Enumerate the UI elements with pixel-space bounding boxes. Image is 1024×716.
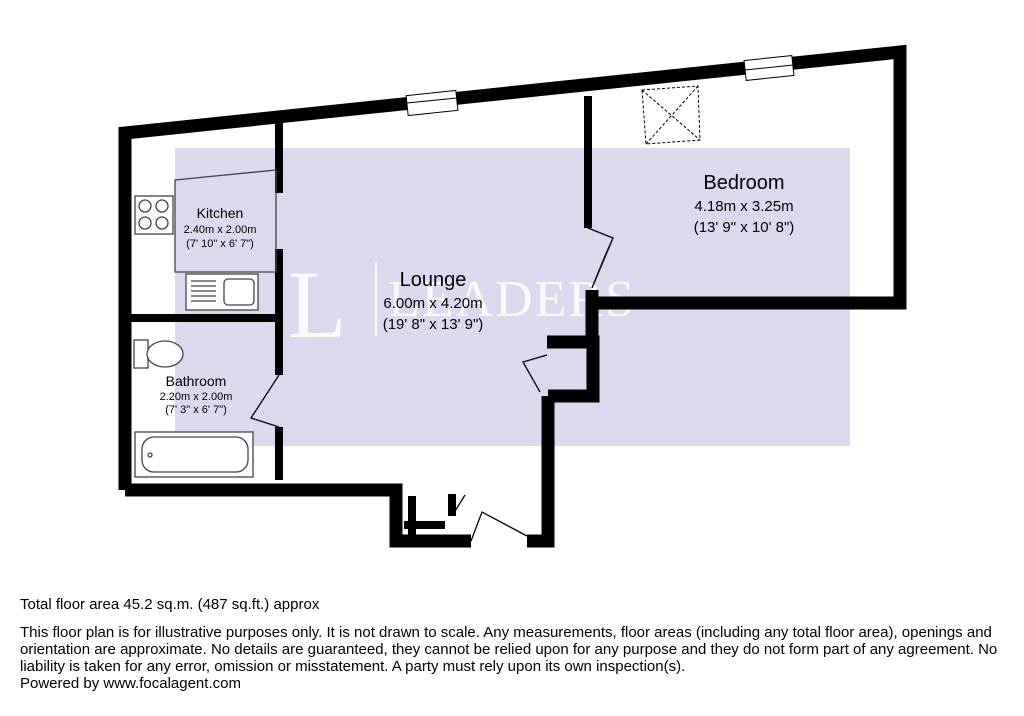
room-dimensions-metric: 6.00m x 4.20m <box>383 295 482 312</box>
toilet-icon <box>133 339 184 369</box>
room-name: Bedroom <box>703 172 784 194</box>
cupboard-door-icon <box>522 354 548 393</box>
floor-plan: L LEADERS <box>118 44 907 548</box>
watermark-logo-letter: L <box>288 251 347 358</box>
entrance-door-icon <box>470 511 528 542</box>
footer: Total floor area 45.2 sq.m. (487 sq.ft.)… <box>20 596 1010 692</box>
kitchen-fixtures <box>134 169 277 311</box>
powered-by-text: Powered by www.focalagent.com <box>20 675 241 692</box>
room-name: Kitchen <box>197 205 244 221</box>
room-dimensions-metric: 2.20m x 2.00m <box>160 391 233 403</box>
room-dimensions-imperial: (19' 8" x 13' 9") <box>383 316 484 333</box>
room-dimensions-imperial: (13' 9" x 10' 8") <box>694 219 795 236</box>
skylight-icon <box>641 85 701 145</box>
room-bathroom: Bathroom 2.20m x 2.00m (7' 3" x 6' 7") <box>160 373 233 416</box>
room-dimensions-imperial: (7' 10" x 6' 7") <box>186 238 254 250</box>
room-dimensions-metric: 4.18m x 3.25m <box>694 198 793 215</box>
room-kitchen: Kitchen 2.40m x 2.00m (7' 10" x 6' 7") <box>184 205 257 250</box>
bathroom-fixtures <box>133 339 254 478</box>
bedroom-door-icon <box>587 227 614 289</box>
room-lounge: Lounge 6.00m x 4.20m (19' 8" x 13' 9") <box>383 269 484 333</box>
bathroom-door-icon <box>249 374 280 428</box>
disclaimer-text: This floor plan is for illustrative purp… <box>20 624 998 675</box>
total-floor-area: Total floor area 45.2 sq.m. (487 sq.ft.)… <box>20 596 320 613</box>
bath-icon <box>134 431 254 478</box>
room-dimensions-metric: 2.40m x 2.00m <box>184 224 257 236</box>
room-dimensions-imperial: (7' 3" x 6' 7") <box>165 404 227 416</box>
store-door-icon <box>451 494 466 517</box>
room-name: Bathroom <box>166 373 227 389</box>
windows <box>405 54 795 117</box>
doors <box>249 227 614 542</box>
interior-walls <box>130 96 592 535</box>
room-name: Lounge <box>400 269 467 291</box>
outer-walls <box>118 44 907 548</box>
room-bedroom: Bedroom 4.18m x 3.25m (13' 9" x 10' 8") <box>694 172 795 236</box>
